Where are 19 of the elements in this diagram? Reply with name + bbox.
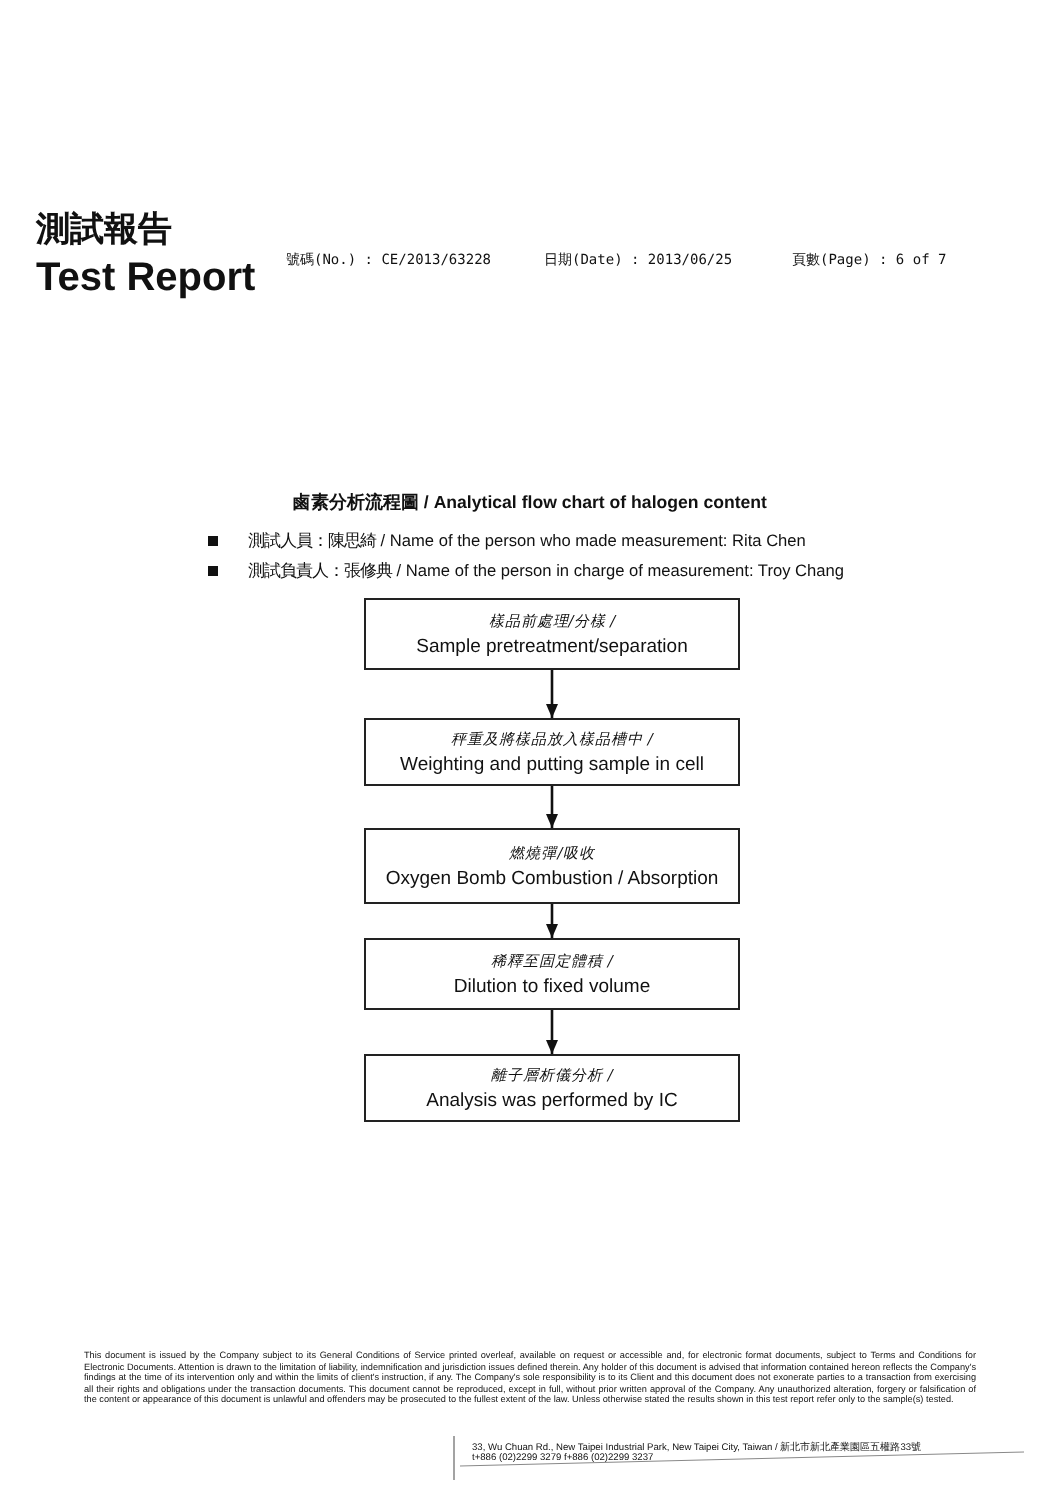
step-text: Oxygen Bomb Combustion / Absorption	[383, 867, 721, 889]
step-text: Dilution to fixed volume	[451, 975, 653, 997]
arrow	[546, 904, 558, 938]
arrow	[546, 786, 558, 828]
process-box	[364, 598, 740, 670]
report-heading: Test Report	[36, 256, 256, 302]
bullet-text: 測試負責人：張修典 / Name of the person in charge of measurement: Troy Chang	[248, 560, 844, 582]
step-text: Sample pretreatment/separation	[414, 635, 690, 657]
bullet-text: 測試人員：陳思綺 / Name of the person who made measurement: Rita Chen	[248, 530, 806, 552]
chart-title: 鹵素分析流程圖 / Analytical flow chart of halogen content	[290, 492, 769, 516]
process-box	[364, 828, 740, 904]
report-heading: 測試報告	[36, 208, 172, 252]
step-text: Analysis was performed by IC	[424, 1089, 680, 1111]
step-text: Weighting and putting sample in cell	[398, 753, 706, 775]
process-box	[364, 718, 740, 786]
arrow	[546, 670, 558, 718]
process-box	[364, 1054, 740, 1122]
process-box	[364, 938, 740, 1010]
arrow	[546, 1010, 558, 1054]
